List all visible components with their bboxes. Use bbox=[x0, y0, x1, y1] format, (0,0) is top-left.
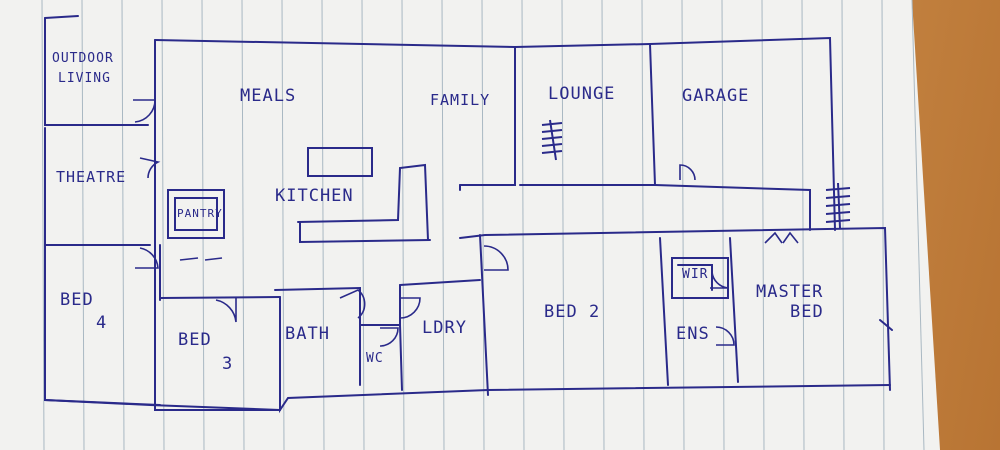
room-label-master-bed: BED bbox=[790, 302, 824, 322]
room-label-pantry: PANTRY bbox=[177, 207, 223, 220]
door-swings bbox=[133, 99, 799, 347]
room-label-bed2: BED 2 bbox=[544, 302, 601, 322]
room-label-lounge: LOUNGE bbox=[548, 84, 616, 104]
room-label-ens: ENS bbox=[676, 324, 710, 344]
room-label-bed3: BED bbox=[178, 330, 212, 350]
notebook-paper bbox=[0, 0, 940, 450]
room-label-theatre: THEATRE bbox=[56, 168, 127, 186]
room-label-wc: WC bbox=[366, 351, 384, 366]
room-label-wir: WIR bbox=[682, 267, 709, 282]
room-label-bath: BATH bbox=[285, 324, 330, 344]
room-label-master: MASTER bbox=[756, 282, 824, 302]
room-label-bed3-number: 3 bbox=[222, 354, 234, 374]
room-label-bed4-number: 4 bbox=[96, 313, 108, 333]
room-label-living: LIVING bbox=[58, 71, 111, 86]
room-label-family: FAMILY bbox=[430, 91, 491, 109]
stairs-garage bbox=[825, 182, 851, 229]
room-label-outdoor: OUTDOOR bbox=[52, 51, 114, 66]
room-label-garage: GARAGE bbox=[682, 86, 750, 106]
paper-rule-lines bbox=[41, 0, 925, 450]
room-label-bed4: BED bbox=[60, 290, 94, 310]
room-label-kitchen: KITCHEN bbox=[275, 186, 354, 206]
room-label-ldry: LDRY bbox=[422, 318, 467, 338]
stairs-lounge bbox=[541, 119, 563, 161]
room-label-meals: MEALS bbox=[240, 86, 297, 106]
